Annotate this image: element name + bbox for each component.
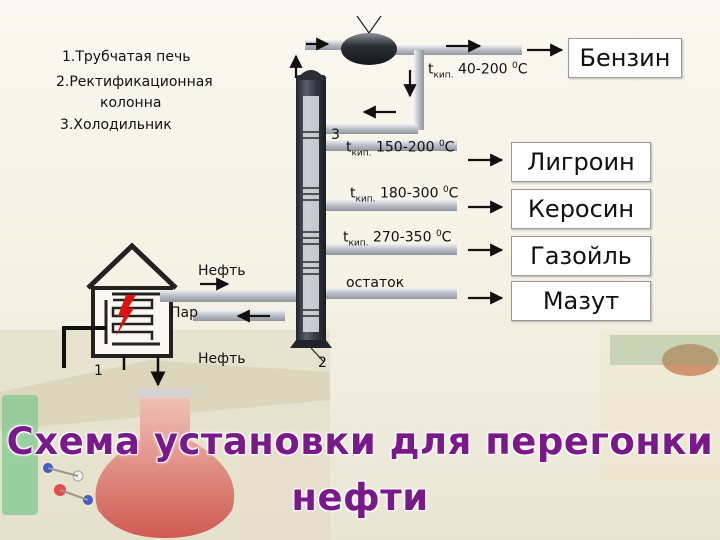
marker-number-1: 1: [94, 363, 103, 379]
temp-label-ligroin: tкип. 150-200 0С: [346, 139, 455, 159]
temp-label-kerosin: tкип. 180-300 0С: [350, 185, 459, 205]
oil-input-label: Нефть: [198, 263, 246, 279]
product-box-mazut: Мазут: [511, 281, 651, 321]
oil-feed-label: Нефть: [198, 351, 246, 367]
temp-label-gasoil: tкип. 270-350 0С: [343, 229, 452, 249]
temp-label-benzin: tкип. 40-200 0С: [428, 61, 528, 81]
condenser: [341, 15, 397, 65]
product-box-gasoil: Газойль: [511, 236, 651, 276]
steam-label: Пар: [170, 305, 198, 321]
lab-background-decoration: [0, 330, 720, 540]
flow-arrows: [200, 37, 564, 323]
diagram-title-line2: нефти: [291, 476, 429, 519]
diagram-title-line1: Схема установки для перегонки: [6, 420, 714, 463]
legend-item-furnace: 1.Трубчатая печь: [62, 49, 191, 65]
flame-icon: [116, 295, 136, 336]
marker-number-3: 3: [331, 127, 340, 143]
residue-label: остаток: [346, 275, 405, 291]
product-box-ligroin: Лигроин: [511, 142, 651, 182]
legend-item-column: 2.Ректификационная: [56, 74, 213, 90]
marker-number-2: 2: [318, 355, 327, 371]
legend-item-condenser: 3.Холодильник: [60, 117, 172, 133]
tube-furnace: [62, 242, 178, 387]
product-box-kerosin: Керосин: [511, 189, 651, 229]
rectification-column: [290, 70, 332, 363]
product-box-benzin: Бензин: [568, 38, 682, 78]
legend-item-column-cont: колонна: [100, 95, 162, 111]
